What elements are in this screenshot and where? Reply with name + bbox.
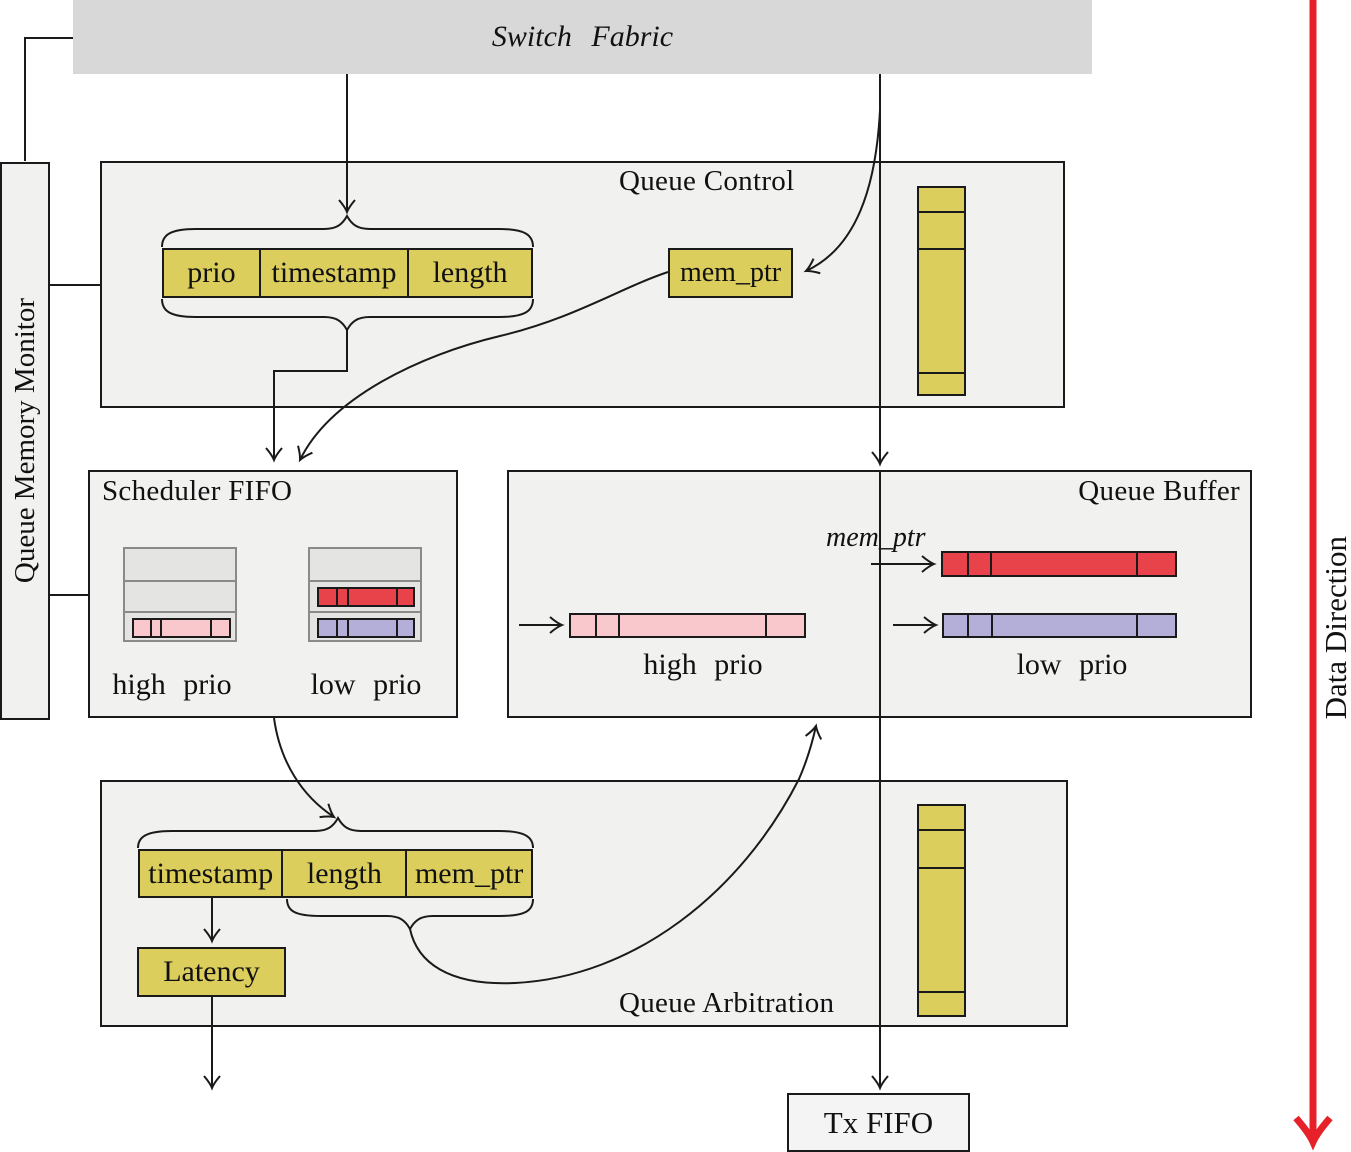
high-prio-mini-packet — [132, 618, 231, 638]
packet-segment — [319, 589, 338, 605]
tx-fifo-block: Tx FIFO — [787, 1093, 970, 1152]
memory-bar-divider — [919, 248, 964, 250]
packet-segment — [969, 615, 993, 636]
packet-segment — [571, 615, 597, 636]
packet-segment — [1138, 615, 1175, 636]
queue-buffer-purple-packet — [942, 613, 1177, 638]
queue-buffer-low-prio-label: low prio — [1016, 648, 1128, 681]
latency-box: Latency — [137, 947, 286, 997]
packet-segment — [162, 620, 212, 636]
queue-buffer-pink-packet — [569, 613, 806, 638]
queue-buffer-high-prio-label: high prio — [643, 648, 763, 681]
tx-fifo-label: Tx FIFO — [823, 1105, 934, 1140]
queue-control-mem-ptr-field: mem_ptr — [668, 248, 793, 298]
memory-bar-divider — [919, 372, 964, 374]
queue-memory-monitor-label: Queue Memory Monitor — [8, 298, 41, 584]
scheduler-low-prio-label: low prio — [310, 668, 422, 701]
queue-control-title: Queue Control — [619, 165, 795, 197]
memory-bar-divider — [919, 991, 964, 993]
fabric-to-monitor-line — [24, 37, 73, 161]
queue-arbitration-record: timestamp length mem_ptr — [138, 849, 533, 898]
packet-segment — [596, 615, 620, 636]
queue-memory-monitor-block: Queue Memory Monitor — [0, 162, 50, 720]
scheduler-fifo-title: Scheduler FIFO — [102, 475, 293, 507]
packet-segment — [944, 615, 970, 636]
switch-fabric-label: Switch Fabric — [491, 20, 674, 53]
low-prio-mini-packet-purple — [317, 618, 415, 638]
packet-segment — [943, 553, 969, 575]
queue-arbitration-memory-bar — [917, 804, 966, 1017]
record-field-timestamp: timestamp — [261, 250, 410, 296]
packet-segment — [619, 615, 767, 636]
packet-segment — [211, 620, 229, 636]
packet-segment — [319, 620, 338, 636]
scheduler-low-prio-stack — [308, 547, 422, 642]
stack-slot-divider — [310, 611, 420, 613]
record-field-length: length — [432, 256, 508, 289]
memory-bar-divider — [919, 211, 964, 213]
memory-bar-divider — [919, 829, 964, 831]
packet-segment — [349, 589, 398, 605]
packet-segment — [349, 620, 398, 636]
packet-segment — [968, 553, 992, 575]
record-field-mem-ptr: mem_ptr — [414, 856, 524, 890]
packet-segment — [1137, 553, 1175, 575]
packet-segment — [337, 589, 350, 605]
stack-slot-divider — [125, 611, 235, 613]
packet-segment — [397, 620, 413, 636]
queue-control-record: prio timestamp length — [162, 248, 533, 298]
packet-segment — [337, 620, 350, 636]
memory-bar-divider — [919, 867, 964, 869]
low-prio-mini-packet-red — [317, 587, 415, 607]
record-field-prio: prio — [164, 250, 261, 296]
packet-segment — [766, 615, 804, 636]
queue-buffer-red-packet — [941, 551, 1177, 577]
scheduler-high-prio-label: high prio — [112, 668, 232, 701]
data-direction-label-wrap: Data Direction — [1318, 500, 1351, 755]
queue-control-memory-bar — [917, 186, 966, 396]
packet-segment — [152, 620, 163, 636]
packet-segment — [134, 620, 153, 636]
stack-slot-divider — [125, 580, 235, 582]
queue-arbitration-title: Queue Arbitration — [619, 987, 835, 1019]
record-field-length: length — [283, 851, 408, 896]
stack-slot-divider — [310, 580, 420, 582]
switch-fabric-block: Switch Fabric — [73, 0, 1092, 74]
packet-segment — [991, 553, 1138, 575]
data-direction-label: Data Direction — [1318, 535, 1351, 720]
mem-ptr-label: mem_ptr — [679, 257, 782, 288]
queue-buffer-mem-ptr-label: mem_ptr — [826, 522, 926, 553]
packet-segment — [992, 615, 1139, 636]
record-field-timestamp: timestamp — [140, 851, 284, 896]
packet-segment — [397, 589, 413, 605]
queue-buffer-title: Queue Buffer — [1078, 475, 1240, 507]
latency-label: Latency — [163, 955, 260, 988]
scheduler-high-prio-stack — [123, 547, 237, 642]
